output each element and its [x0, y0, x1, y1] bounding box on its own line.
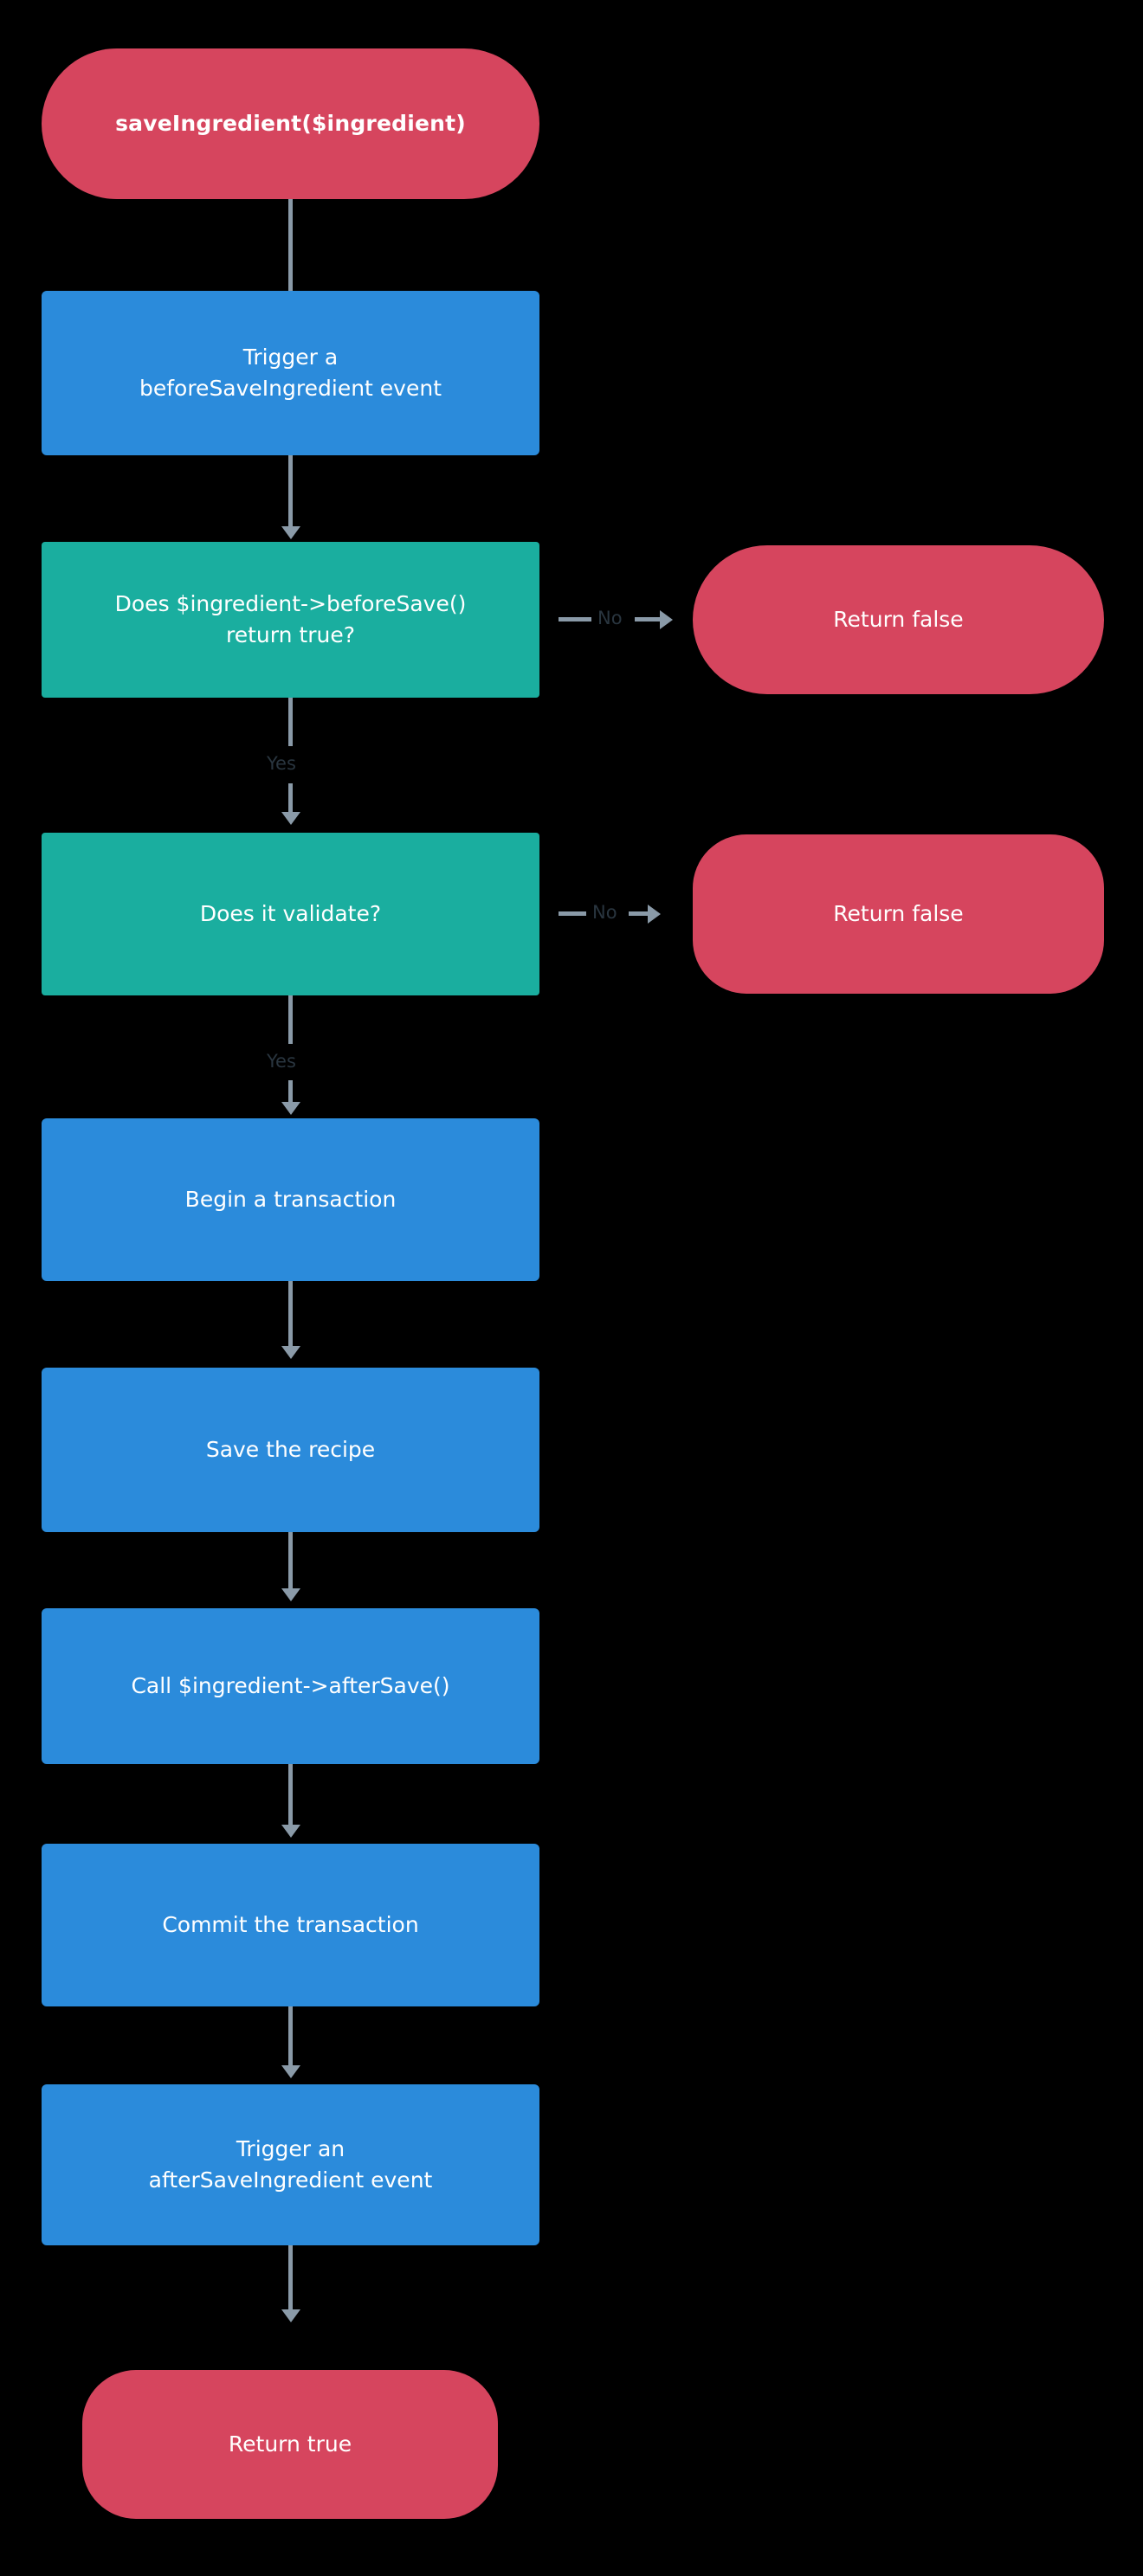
node-trigger-before-save-event-label: Trigger a beforeSaveIngredient event: [139, 344, 442, 401]
node-start-label: saveIngredient($ingredient): [115, 110, 466, 136]
arrowhead-icon: [281, 526, 300, 539]
edge-label-yes-1: Yes: [267, 753, 296, 774]
connector-save-to-after-save: [288, 1532, 293, 1588]
arrowhead-icon: [281, 812, 300, 825]
node-return-false-2[interactable]: Return false: [693, 834, 1104, 994]
connector-start-to-trigger-before: [288, 199, 293, 293]
edge-label-yes-2: Yes: [267, 1051, 296, 1072]
node-trigger-before-save-event[interactable]: Trigger a beforeSaveIngredient event: [42, 291, 539, 455]
arrowhead-icon: [281, 1346, 300, 1359]
arrowhead-icon: [648, 905, 661, 924]
node-decision-validate-label: Does it validate?: [199, 900, 382, 926]
edge-label-no-2: No: [592, 902, 617, 923]
node-decision-validate[interactable]: Does it validate?: [42, 833, 539, 995]
connector-no-2-line-right: [629, 911, 648, 916]
connector-trigger-to-decision-before-save: [288, 455, 293, 526]
arrowhead-icon: [660, 610, 673, 629]
node-begin-transaction[interactable]: Begin a transaction: [42, 1118, 539, 1281]
node-decision-before-save[interactable]: Does $ingredient->beforeSave() return tr…: [42, 542, 539, 698]
node-save-recipe[interactable]: Save the recipe: [42, 1368, 539, 1532]
connector-yes-2-line: [288, 995, 293, 1044]
node-call-after-save-label: Call $ingredient->afterSave(): [131, 1672, 450, 1698]
node-commit-transaction-label: Commit the transaction: [162, 1911, 419, 1937]
node-decision-before-save-label: Does $ingredient->beforeSave() return tr…: [114, 590, 467, 647]
arrowhead-icon: [281, 1102, 300, 1115]
node-call-after-save[interactable]: Call $ingredient->afterSave(): [42, 1608, 539, 1764]
connector-commit-to-trigger-after: [288, 2006, 293, 2065]
connector-trigger-after-to-return-true: [288, 2245, 293, 2309]
node-return-false-1-label: Return false: [833, 606, 964, 632]
node-return-false-1[interactable]: Return false: [693, 545, 1104, 694]
node-start[interactable]: saveIngredient($ingredient): [42, 48, 539, 199]
node-trigger-after-save-event[interactable]: Trigger an afterSaveIngredient event: [42, 2084, 539, 2245]
connector-yes-1-line: [288, 698, 293, 746]
arrowhead-icon: [281, 1588, 300, 1601]
arrowhead-icon: [281, 2309, 300, 2322]
node-return-false-2-label: Return false: [833, 900, 964, 926]
connector-after-save-to-commit: [288, 1764, 293, 1825]
connector-yes-2-line-lower: [288, 1080, 293, 1102]
arrowhead-icon: [281, 2065, 300, 2078]
connector-yes-1-line-lower: [288, 783, 293, 812]
node-save-recipe-label: Save the recipe: [205, 1436, 376, 1462]
connector-no-1-line: [559, 617, 591, 621]
edge-label-no-1: No: [597, 608, 623, 628]
connector-no-1-line-right: [635, 617, 660, 621]
arrowhead-icon: [281, 1825, 300, 1838]
node-return-true[interactable]: Return true: [82, 2370, 498, 2519]
connector-no-2-line: [559, 911, 586, 916]
node-commit-transaction[interactable]: Commit the transaction: [42, 1844, 539, 2006]
node-trigger-after-save-event-label: Trigger an afterSaveIngredient event: [148, 2135, 433, 2193]
node-return-true-label: Return true: [228, 2431, 352, 2457]
node-begin-transaction-label: Begin a transaction: [184, 1186, 397, 1212]
connector-begin-to-save: [288, 1281, 293, 1346]
